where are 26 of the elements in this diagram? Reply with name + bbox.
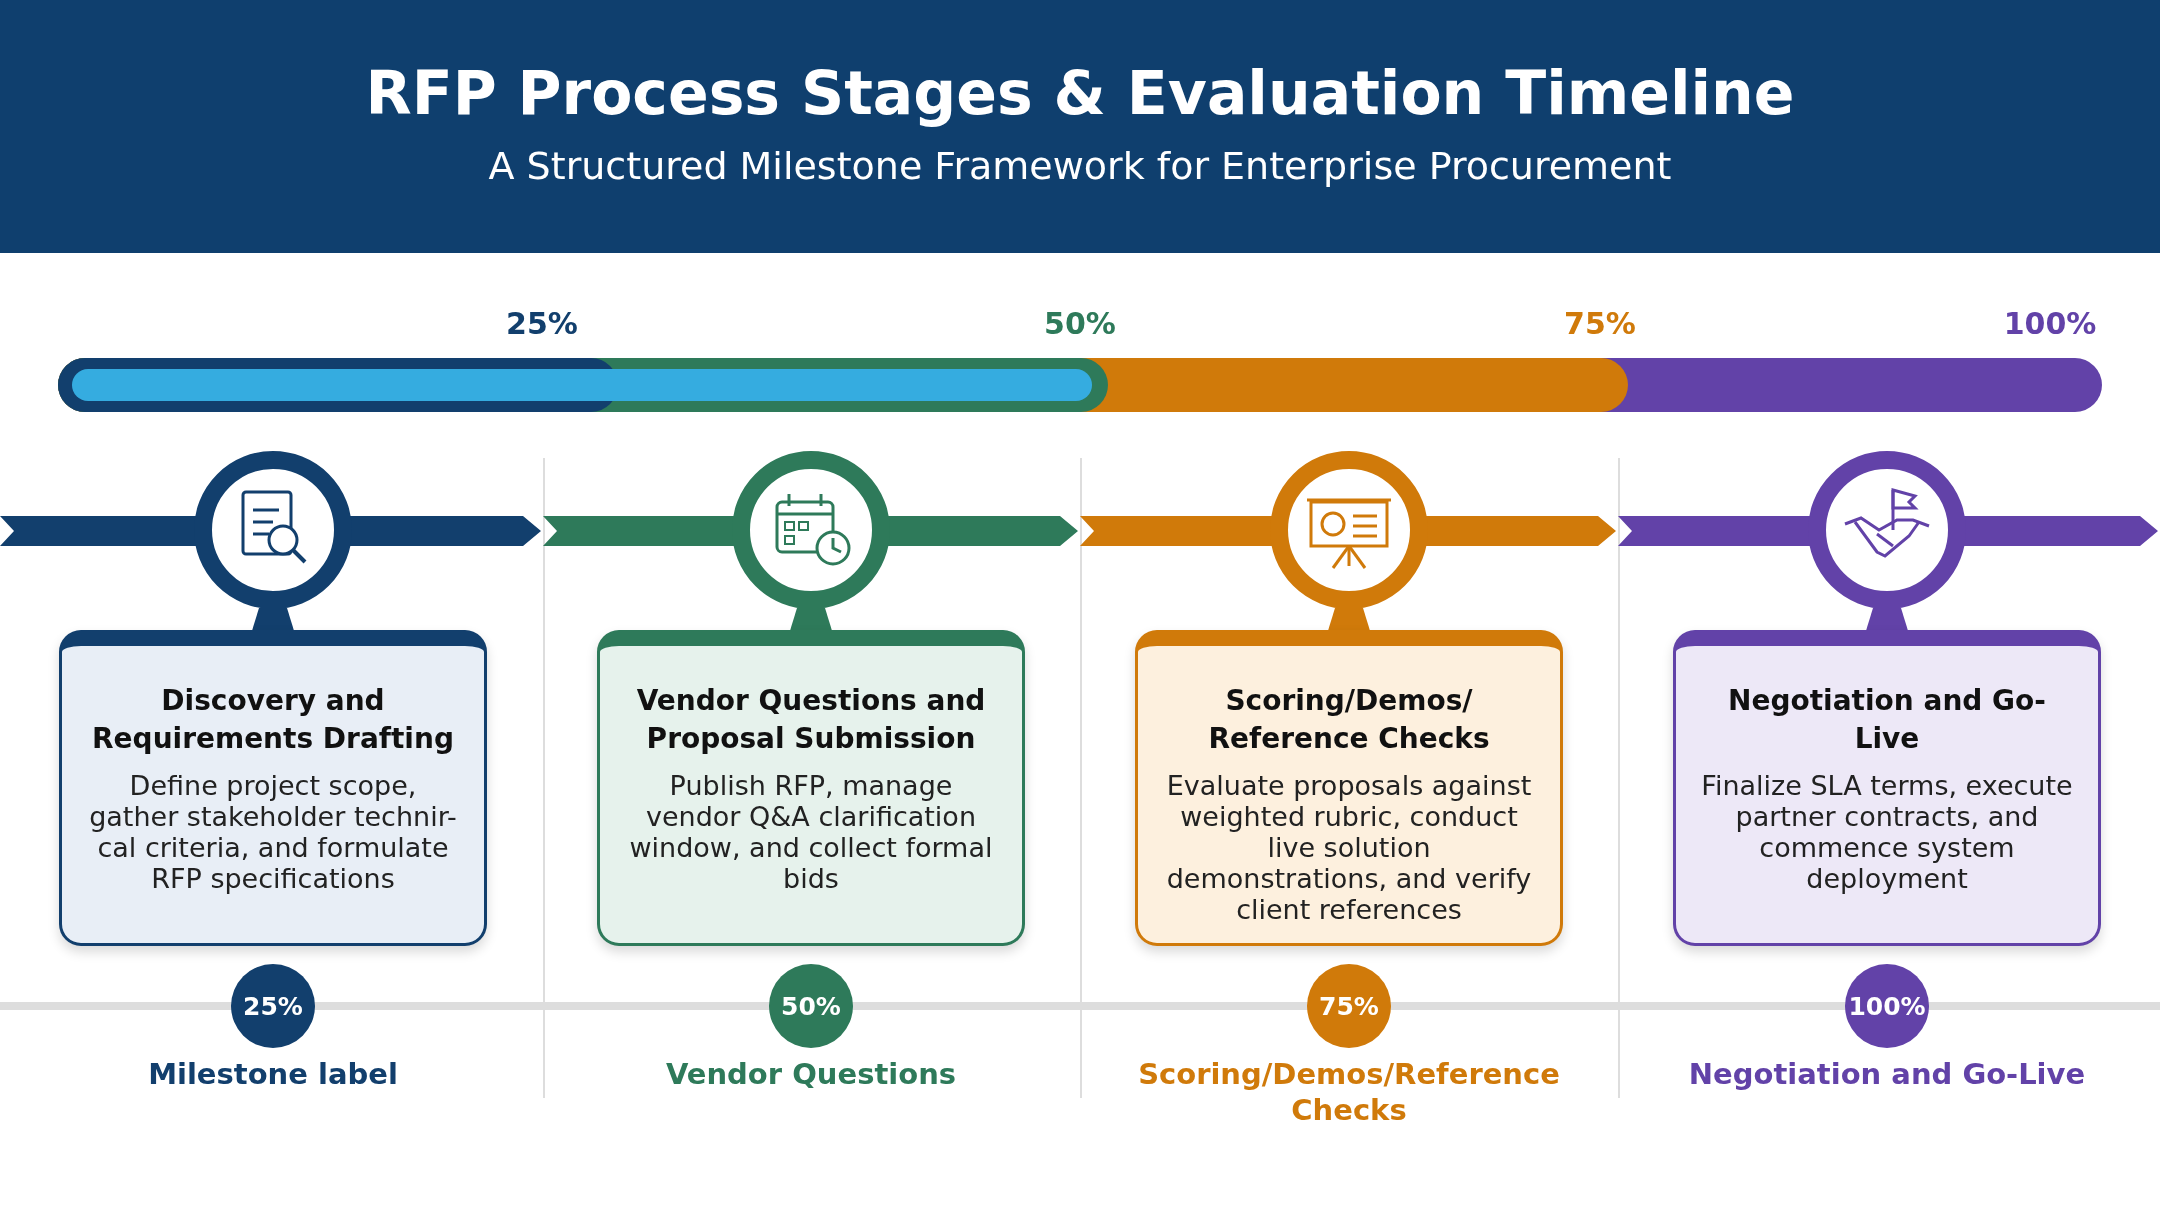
card-heading: Negotiation and Go-Live [1727,683,2047,757]
milestone-percent: 25% [231,964,315,1048]
card-description: Publish RFP, manage vendor Q&A clarification window, and collect formal bids [628,770,994,894]
card-description: Finalize SLA terms, execute partner contracts, and commence system deployment [1700,770,2074,894]
milestone-label: Vendor Questions [664,1056,958,1092]
stage-card [1135,630,1563,946]
milestone-label: Scoring/Demos/Reference Checks [1137,1056,1561,1128]
percent-label: 100% [2002,306,2098,341]
milestone-percent: 100% [1845,964,1929,1048]
card-heading: Scoring/Demos/ Reference Checks [1207,683,1491,757]
percent-label: 25% [505,306,579,341]
card-heading: Discovery and Requirements Drafting [91,683,455,757]
stage-card [1673,630,2101,946]
percent-label: 50% [1043,306,1117,341]
milestone-label: Milestone label [147,1056,399,1092]
percent-label: 75% [1563,306,1637,341]
card-description: Define project scope, gather stakeholder technir- cal criteria, and formulate RFP specifications [88,770,458,894]
milestone-percent: 50% [769,964,853,1048]
card-heading: Vendor Questions and Proposal Submission [635,683,987,757]
stage-card [597,630,1025,946]
stage-card [59,630,487,946]
title: RFP Process Stages & Evaluation Timeline [364,58,1796,128]
subtitle: A Structured Milestone Framework for Enterprise Procurement [487,144,1673,188]
milestone-label: Negotiation and Go-Live [1687,1056,2087,1092]
milestone-percent: 75% [1307,964,1391,1048]
card-description: Evaluate proposals against weighted rubric, conduct live solution demonstrations, and verify client references [1165,770,1533,925]
